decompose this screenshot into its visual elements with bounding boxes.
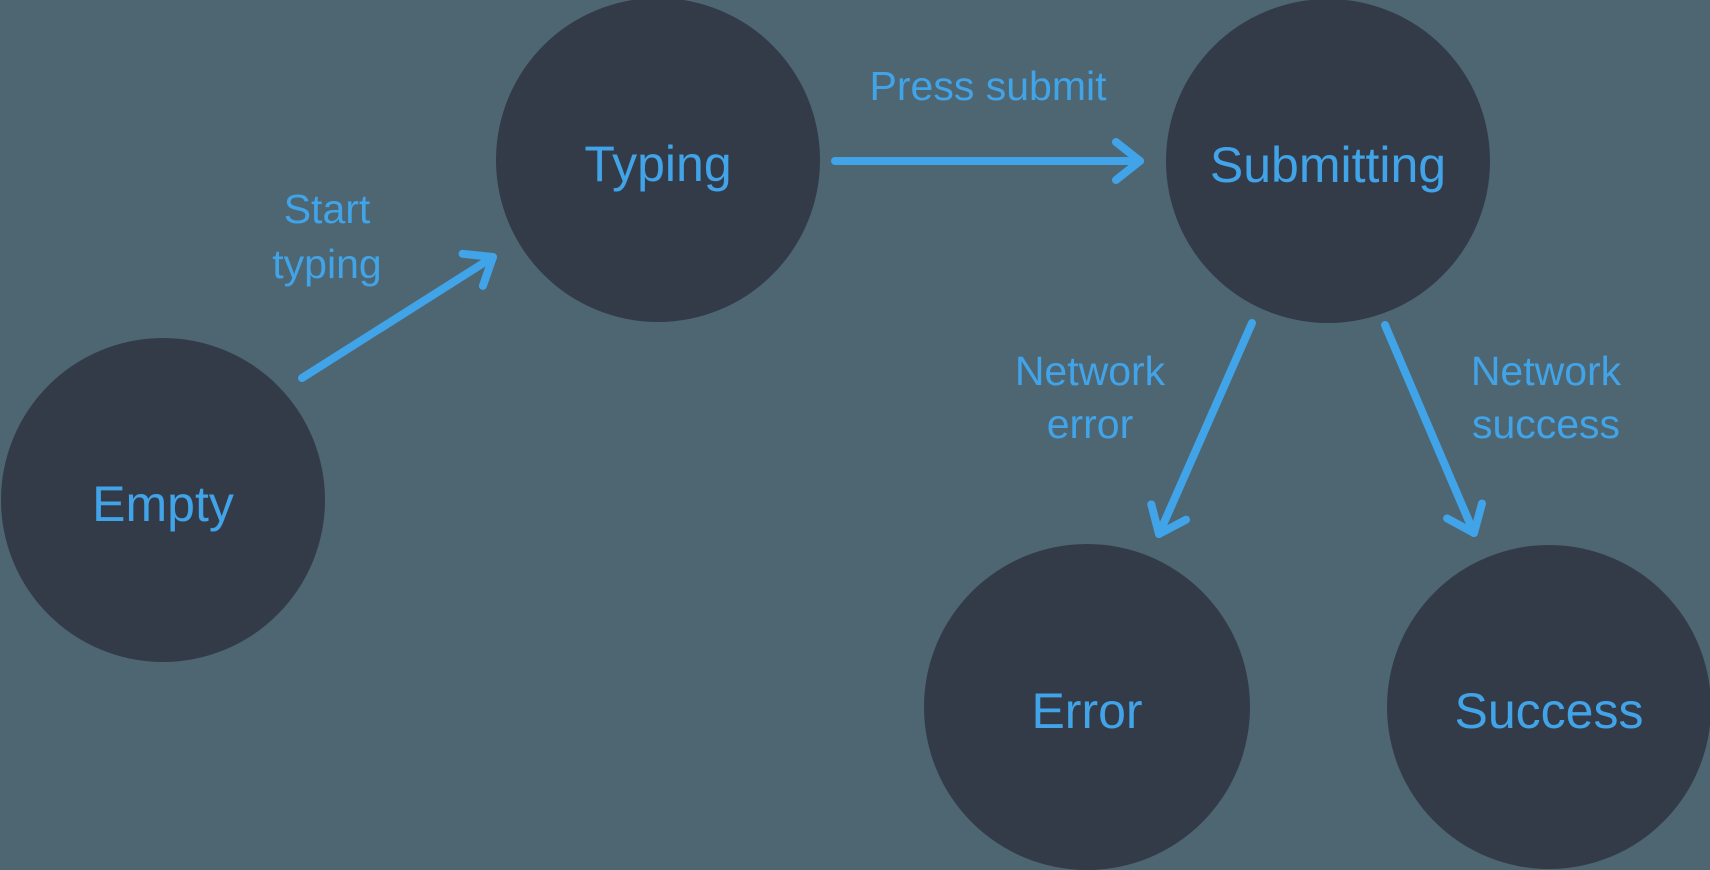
transition-label-network-success-line2: success (1472, 401, 1620, 447)
state-node-typing (496, 0, 820, 322)
transition-label-network-error-line1: Network (1015, 348, 1166, 394)
transition-label-network-success: Network success (1471, 348, 1622, 447)
state-node-submitting (1166, 0, 1490, 323)
state-label-success: Success (1455, 683, 1644, 739)
transition-label-press-submit: Press submit (870, 63, 1108, 109)
transition-label-network-error: Network error (1015, 348, 1166, 447)
state-label-error: Error (1031, 683, 1142, 739)
state-label-submitting: Submitting (1210, 137, 1446, 193)
transition-arrow-empty-to-typing (298, 249, 497, 382)
state-node-success (1387, 545, 1710, 869)
state-node-error (924, 544, 1250, 870)
state-node-empty (1, 338, 325, 662)
transition-label-network-error-line2: error (1047, 401, 1134, 447)
state-label-empty: Empty (92, 476, 234, 532)
transition-arrow-submitting-to-error (1147, 319, 1256, 538)
transition-label-start-typing: Start typing (272, 186, 381, 287)
transition-arrow-submitting-to-success (1381, 321, 1487, 537)
transition-label-network-success-line1: Network (1471, 348, 1622, 394)
state-label-typing: Typing (584, 136, 731, 192)
transition-label-start-typing-line2: typing (272, 241, 381, 287)
transition-label-start-typing-line1: Start (284, 186, 371, 232)
